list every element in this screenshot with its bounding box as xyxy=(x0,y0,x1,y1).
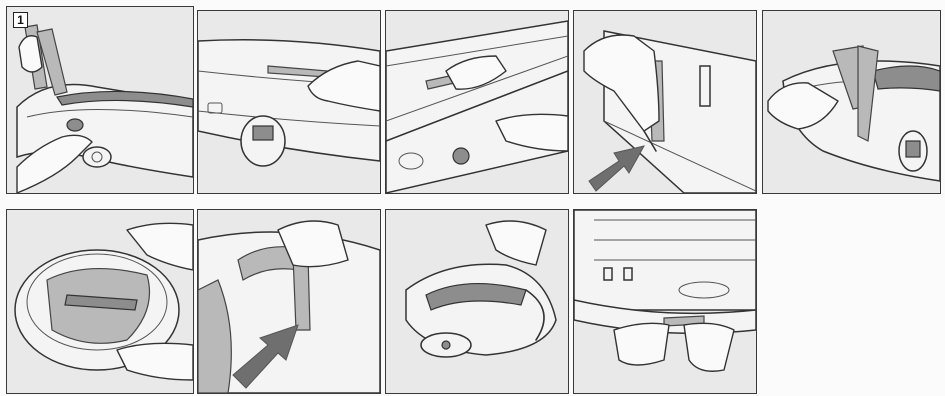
panel-2-illustration xyxy=(198,11,380,193)
panel-9-fasten-bottom xyxy=(573,209,757,394)
panel-4-illustration xyxy=(574,11,756,193)
step-number-badge: 1 xyxy=(13,12,28,28)
panel-9-illustration xyxy=(574,210,756,393)
panel-7-illustration xyxy=(198,210,380,393)
panel-7-push-strap xyxy=(197,209,381,394)
panel-8-illustration xyxy=(386,210,568,393)
panel-1-lift-strap: 1 xyxy=(6,6,194,194)
panel-4-clip-strap xyxy=(573,10,757,194)
panel-5-pull-strap xyxy=(762,10,941,194)
panel-5-illustration xyxy=(763,11,940,193)
panel-6-illustration xyxy=(7,210,193,393)
panel-8-carry-bassinet xyxy=(385,209,569,394)
panel-3-slide-strap xyxy=(385,10,569,194)
panel-1-illustration xyxy=(7,7,193,193)
panel-2-detach-strap xyxy=(197,10,381,194)
panel-3-illustration xyxy=(386,11,568,193)
panel-6-lay-padding xyxy=(6,209,194,394)
